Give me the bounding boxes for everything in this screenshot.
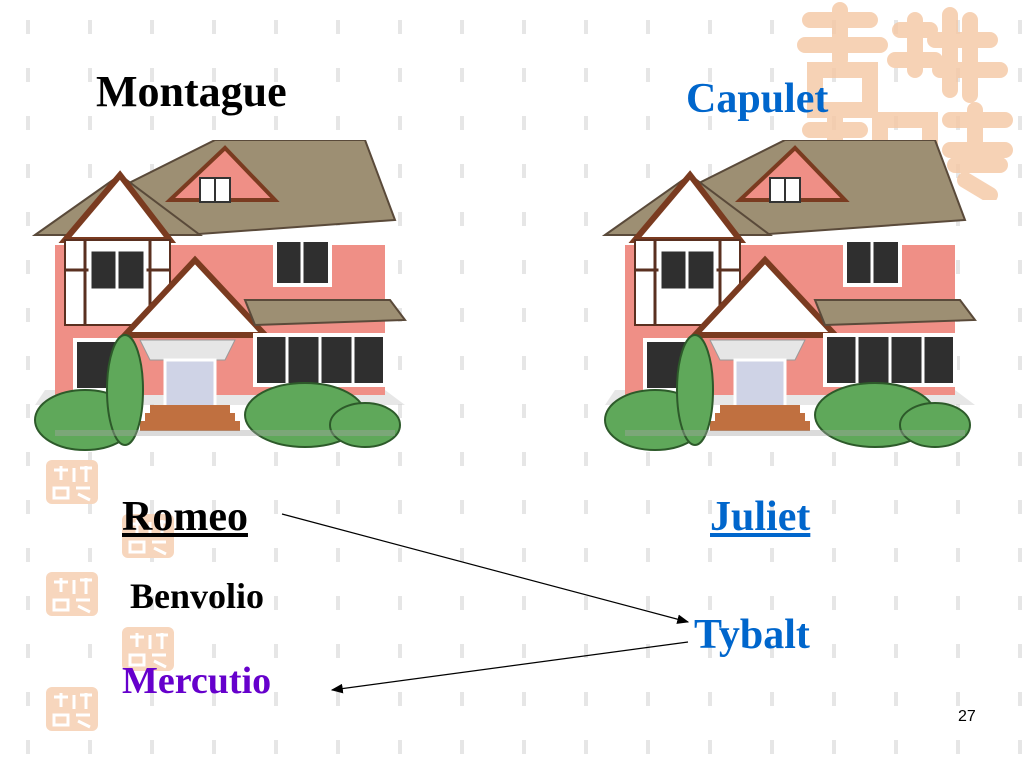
capulet-title: Capulet	[686, 76, 829, 122]
benvolio-label: Benvolio	[130, 576, 265, 616]
montague-title: Montague	[96, 67, 287, 116]
slide-number: 27	[958, 708, 976, 725]
mercutio-label: Mercutio	[122, 660, 272, 702]
arrow-tybalt-to-mercutio	[330, 641, 689, 694]
seal-stamp-icon	[122, 514, 174, 558]
arrow-romeo-to-tybalt	[281, 513, 690, 624]
tybalt-label: Tybalt	[694, 612, 810, 658]
juliet-label: Juliet	[710, 494, 811, 540]
romeo-label: Romeo	[122, 494, 248, 540]
seal-stamp-icon	[122, 627, 174, 671]
seal-stamp-icon	[46, 572, 98, 616]
seal-stamp-icon	[46, 460, 98, 504]
seal-stamp-icon	[46, 687, 98, 731]
